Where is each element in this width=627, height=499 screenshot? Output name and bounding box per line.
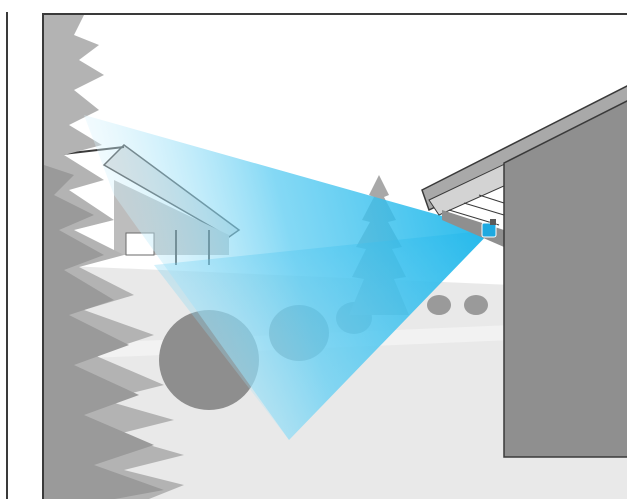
left-border-rule: [6, 12, 8, 499]
scene-svg: [44, 15, 627, 499]
illustration-frame: [42, 13, 627, 499]
